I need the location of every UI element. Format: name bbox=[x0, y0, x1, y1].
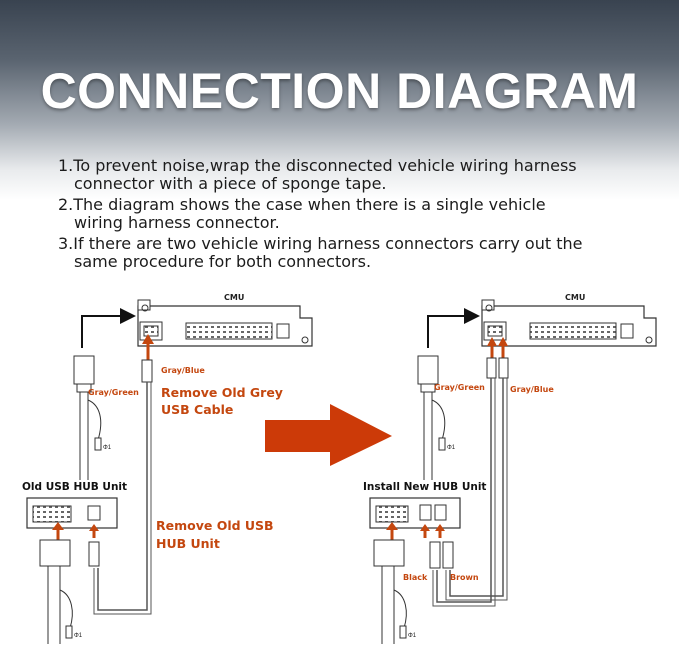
right-cmu-unit: CMU bbox=[481, 293, 657, 347]
right-fuse-top: Φ1 bbox=[447, 445, 456, 451]
instruction-2: 2.The diagram shows the case when there … bbox=[58, 195, 546, 232]
page-title: CONNECTION DIAGRAM bbox=[40, 63, 639, 119]
big-direction-arrow bbox=[265, 404, 392, 466]
left-harness-connector: Φ1 bbox=[73, 355, 112, 480]
left-connection-arrow bbox=[81, 308, 136, 348]
new-hub-label: Install New HUB Unit bbox=[363, 481, 486, 493]
right-lower-harness: Φ1 bbox=[373, 539, 454, 644]
left-panel: CMU Φ1 bbox=[22, 293, 313, 644]
left-gray-usb-cable bbox=[93, 359, 153, 615]
brown-wire-label: Brown bbox=[450, 573, 479, 582]
right-cmu-label: CMU bbox=[565, 293, 585, 302]
left-fuse-bottom: Φ1 bbox=[74, 633, 83, 639]
left-old-hub bbox=[26, 497, 118, 529]
header-gradient bbox=[0, 0, 679, 200]
left-gray-green-label: Gray/Green bbox=[88, 388, 139, 397]
right-gray-blue-label: Gray/Blue bbox=[510, 385, 554, 394]
instruction-1: 1.To prevent noise,wrap the disconnected… bbox=[58, 156, 577, 193]
remove-cable-line2: USB Cable bbox=[161, 402, 233, 417]
old-hub-label: Old USB HUB Unit bbox=[22, 481, 127, 493]
wiring-diagram: CMU Φ1 bbox=[22, 293, 657, 644]
left-fuse-top: Φ1 bbox=[103, 445, 112, 451]
left-lower-harness: Φ1 bbox=[39, 539, 100, 644]
left-gray-blue-label: Gray/Blue bbox=[161, 366, 205, 375]
right-new-hub bbox=[369, 497, 461, 529]
right-gray-green-label: Gray/Green bbox=[434, 383, 485, 392]
right-connection-arrow bbox=[427, 308, 480, 348]
left-cmu-unit: CMU bbox=[137, 293, 313, 347]
right-panel: CMU Φ1 bbox=[363, 293, 657, 644]
remove-hub-line1: Remove Old USB bbox=[156, 518, 274, 533]
right-fuse-bottom: Φ1 bbox=[408, 633, 417, 639]
right-harness-connector: Φ1 bbox=[417, 355, 456, 480]
instruction-3: 3.If there are two vehicle wiring harnes… bbox=[58, 234, 583, 271]
black-wire-label: Black bbox=[403, 573, 428, 582]
remove-cable-line1: Remove Old Grey bbox=[161, 385, 283, 400]
instructions: 1.To prevent noise,wrap the disconnected… bbox=[58, 157, 658, 274]
remove-hub-line2: HUB Unit bbox=[156, 536, 220, 551]
left-cmu-label: CMU bbox=[224, 293, 244, 302]
right-new-cables bbox=[432, 378, 508, 607]
